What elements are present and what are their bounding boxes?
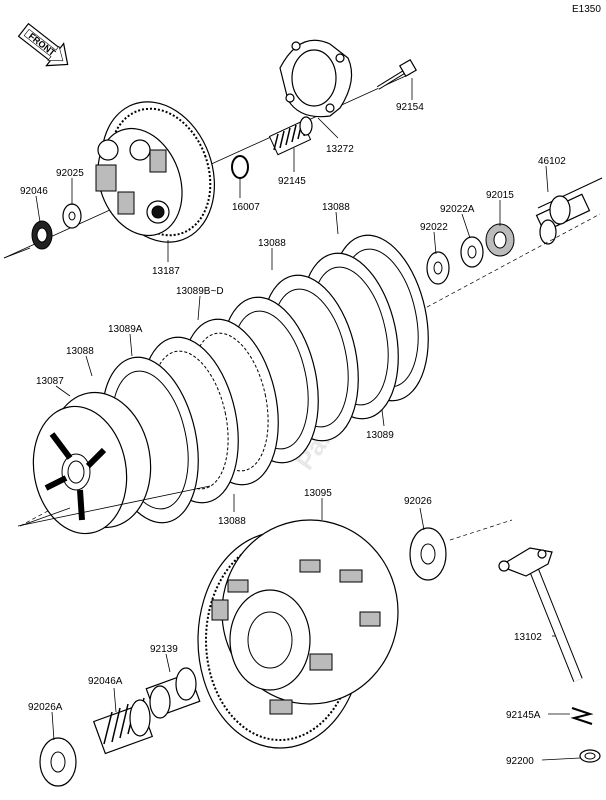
front-arrow-icon: FRONT xyxy=(17,22,69,67)
part-label: 92139 xyxy=(150,644,178,655)
part-label: 92145 xyxy=(278,176,306,187)
part-label: 92046A xyxy=(88,676,123,687)
part-label: 92015 xyxy=(486,190,514,201)
part-label: 16007 xyxy=(232,202,260,213)
part-label: 13102 xyxy=(514,632,542,643)
part-label: 13087 xyxy=(36,376,64,387)
part-label: 13089A xyxy=(108,324,143,335)
ring-16007 xyxy=(231,155,249,179)
part-label: 13088 xyxy=(322,202,350,213)
shaft-46102 xyxy=(535,177,603,245)
part-label: 13095 xyxy=(304,488,332,499)
clutch-housing-13095 xyxy=(197,519,399,749)
part-label: 13088 xyxy=(66,346,94,357)
lifter-plate-13272 xyxy=(279,39,353,118)
part-label: 13187 xyxy=(152,266,180,277)
part-label: 92145A xyxy=(506,710,541,721)
part-label: 92046 xyxy=(20,186,48,197)
part-label: 46102 xyxy=(538,156,566,167)
part-label: 13272 xyxy=(326,144,354,155)
part-label: 92022A xyxy=(440,204,475,215)
bearing-92046 xyxy=(31,220,53,250)
part-label: 92200 xyxy=(506,756,534,767)
spring-92145A xyxy=(570,707,594,725)
needle-bearing-92046A xyxy=(92,697,154,755)
part-label: 92154 xyxy=(396,102,424,113)
clutch-hub-13087 xyxy=(32,391,152,535)
sleeve-92139 xyxy=(145,667,201,719)
part-label: 92026 xyxy=(404,496,432,507)
part-label: 92025 xyxy=(56,168,84,179)
part-label: 13088 xyxy=(258,238,286,249)
part-label: 13088 xyxy=(218,516,246,527)
clutch-plates xyxy=(101,234,429,524)
part-label: 13089 xyxy=(366,430,394,441)
spring-92145 xyxy=(268,116,313,156)
release-shaft-13102 xyxy=(498,547,583,682)
part-label: 13089B~D xyxy=(176,286,224,297)
diagram-code: E1350 xyxy=(572,4,601,15)
pressure-plate-13187 xyxy=(95,101,216,243)
part-label: 92026A xyxy=(28,702,63,713)
part-label: 92022 xyxy=(420,222,448,233)
nut-92015 xyxy=(485,223,515,257)
bolt-92154 xyxy=(376,58,418,90)
